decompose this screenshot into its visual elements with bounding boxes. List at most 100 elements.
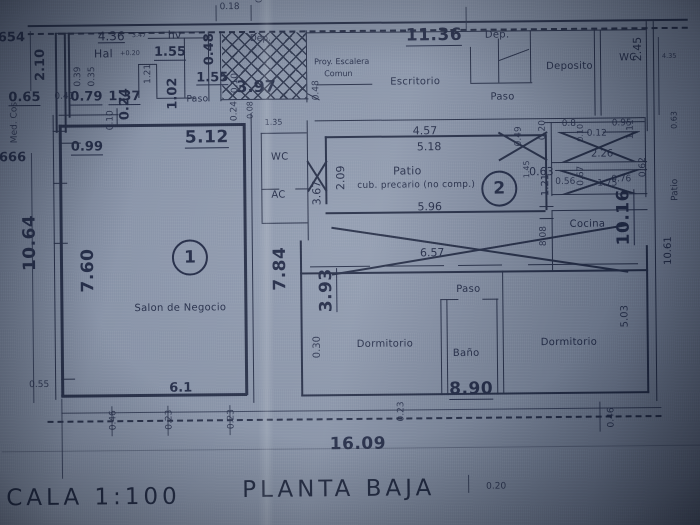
wall-salon-left <box>58 124 65 397</box>
wall-hall-right <box>138 64 140 99</box>
label-hall: Hal <box>93 47 114 61</box>
dim-tick <box>215 5 217 22</box>
dim-8-08: 3.93 <box>316 268 338 313</box>
dim-0-24-b: 0.24 <box>229 101 240 122</box>
dim-0-39: 0.39 <box>73 66 84 87</box>
wall-dep-right <box>529 30 532 83</box>
dim-0-46-b: 0.46 <box>606 407 617 428</box>
dim-7-60: 7.60 <box>77 248 99 293</box>
label-cocina: Cocina <box>569 218 606 230</box>
open-space-x-left <box>299 128 336 222</box>
dim-tick <box>250 4 252 21</box>
dim-0-23-c: 0.23 <box>396 401 407 422</box>
wall-outer-left <box>52 114 57 400</box>
dim-0-18: 0.18 <box>219 2 240 13</box>
wall-wc-left-2 <box>599 29 602 116</box>
slab-note: 0.20 <box>486 481 507 492</box>
dim-0-76: 0.76 <box>611 174 632 185</box>
dim-8-90: 8.90 <box>449 378 494 401</box>
label-bano: Baño <box>452 347 480 360</box>
dim-0-55: 0.55 <box>29 379 50 391</box>
unit-marker-1-label: 1 <box>183 247 196 268</box>
bottom-axis-dash <box>47 415 662 423</box>
plan-title: PLANTA BAJA <box>242 475 436 504</box>
wall-wc-left-small <box>260 132 263 189</box>
dim-tick <box>465 6 467 31</box>
label-dormitorio-2: Dormitorio <box>540 336 598 349</box>
wall-paso-left <box>156 63 158 98</box>
dim-1-45: 1.21 <box>540 173 552 197</box>
wall-outer-notch-2 <box>53 242 68 244</box>
dim-5-96: 5.96 <box>417 200 443 214</box>
wall-bano-left-2 <box>446 299 449 396</box>
label-wc-left: WC <box>270 151 289 163</box>
dim-10-16: 10.16 <box>613 188 635 246</box>
wall-entry-jog-b <box>58 142 81 144</box>
dim-0-46-a: 0.46 <box>108 410 119 431</box>
dim-0-41: 0.41 <box>54 91 75 102</box>
dim-2-45: 2.45 <box>630 36 645 62</box>
label-salon: Salon de Negocio <box>134 302 227 315</box>
leader-proy-underline <box>316 83 373 86</box>
wall-ac-left <box>261 188 263 223</box>
label-escritorio: Escritorio <box>390 76 441 88</box>
dim-line-left-1 <box>29 31 32 92</box>
dim-2-09: 2.09 <box>334 165 348 191</box>
label-patio-note: cub. precario (no comp.) <box>357 179 476 191</box>
label-med-cos: Med. Cos <box>9 101 20 144</box>
dim-0-12: 0.12 <box>586 128 607 139</box>
dim-2-10: 2.10 <box>32 48 49 82</box>
dim-10-61: 10.61 <box>662 236 675 265</box>
dim-654: 654 <box>0 30 26 46</box>
wall-shaft-bottom <box>220 98 309 101</box>
wall-outer-notch-0 <box>52 130 67 132</box>
wall-left-entry <box>54 32 58 133</box>
label-patio: Patio <box>393 164 422 178</box>
dim-0-8: 0.8 <box>561 118 577 129</box>
wall-bano-head-r <box>482 298 499 300</box>
wall-cocina-spur-2 <box>539 218 554 220</box>
dim-line-left-2 <box>30 153 35 404</box>
dim-0-62: 0.62 <box>638 157 649 178</box>
dim-1-35: 1.35 <box>264 117 283 127</box>
dim-6-1: 6.1 <box>169 380 193 396</box>
wall-hall-spur <box>138 63 157 66</box>
dim-10-64: 10.64 <box>19 214 41 272</box>
wall-entry-inner-2 <box>63 32 67 133</box>
wall-cocina-spur <box>539 206 554 208</box>
slab-note-tick <box>468 474 470 493</box>
unit-marker-1: 1 <box>171 239 209 276</box>
wall-wc-left <box>593 29 596 116</box>
wall-right-cell-left <box>550 122 553 197</box>
dim-1-11: 1.11 <box>625 119 636 140</box>
label-proy-escalera: Proy. Escalera <box>314 56 370 67</box>
dim-tick-bottom-5 <box>599 401 601 432</box>
dim-16-09: 16.09 <box>329 433 387 455</box>
dim-666: 666 <box>0 150 27 166</box>
unit-marker-2: 2 <box>481 170 518 207</box>
wall-salon-right <box>242 122 249 396</box>
label-deposito: Deposito <box>546 60 593 73</box>
dim-0-20-top: 0.20 <box>254 0 263 3</box>
label-paso-bottom: Paso <box>456 283 481 295</box>
wall-bottom-block-right <box>645 245 650 394</box>
wall-bano-head-l <box>440 298 459 301</box>
wall-dep-bottom <box>470 82 533 84</box>
wall-salon-right-2 <box>250 112 255 403</box>
wall-outer-notch-1 <box>53 182 68 184</box>
dim-0-56: 0.56 <box>555 176 576 188</box>
dim-dep-shaft: Dep. <box>249 33 271 44</box>
wall-ac-bottom <box>261 222 308 224</box>
label-paso-mid: Paso <box>490 91 515 103</box>
dim-0-67: 0.67 <box>576 165 587 186</box>
dim-0-48-b: 0.48 <box>311 80 322 101</box>
dim-1-21: 1.21 <box>143 63 154 84</box>
dim-2-26: 2.26 <box>590 148 614 160</box>
wall-dorm2-left <box>502 270 505 395</box>
dim-11-36: 11.36 <box>405 24 463 47</box>
wall-east-outer <box>645 21 648 132</box>
dim-0-23-b: 0.23 <box>226 409 237 430</box>
dim-5-18: 5.18 <box>416 140 442 154</box>
label-dormitorio-1: Dormitorio <box>356 338 414 350</box>
